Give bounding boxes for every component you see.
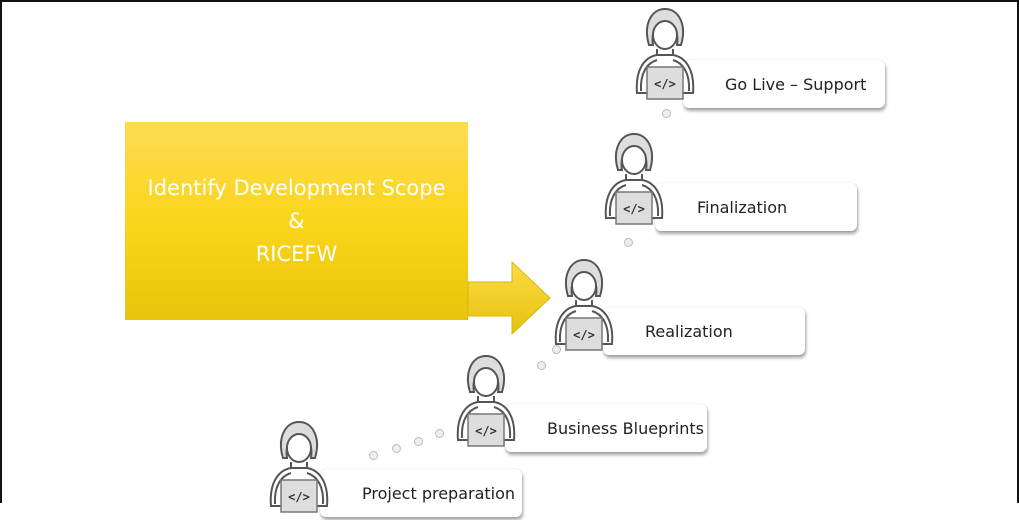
step-label: Project preparation xyxy=(320,469,522,517)
developer-icon: </> xyxy=(602,130,666,228)
svg-text:</>: </> xyxy=(288,490,310,504)
svg-text:</>: </> xyxy=(654,77,676,91)
developer-icon: </> xyxy=(267,418,331,516)
step-label: Business Blueprints xyxy=(505,404,707,452)
connector-dot xyxy=(537,361,546,370)
scope-line-3: RICEFW xyxy=(255,241,338,266)
scope-box: Identify Development Scope & RICEFW xyxy=(125,122,468,320)
svg-text:</>: </> xyxy=(573,328,595,342)
arrow-right-icon xyxy=(467,260,551,336)
svg-text:</>: </> xyxy=(475,424,497,438)
scope-line-2: & xyxy=(288,208,305,233)
connector-dot xyxy=(435,429,444,438)
svg-text:</>: </> xyxy=(623,202,645,216)
developer-icon: </> xyxy=(454,352,518,450)
developer-icon: </> xyxy=(633,5,697,103)
developer-icon: </> xyxy=(552,256,616,354)
connector-dot xyxy=(414,437,423,446)
connector-dot xyxy=(369,451,378,460)
connector-dot xyxy=(552,345,561,354)
step-label: Go Live – Support xyxy=(683,60,885,108)
connector-dot xyxy=(624,238,633,247)
step-label: Realization xyxy=(603,307,805,355)
scope-line-1: Identify Development Scope xyxy=(147,175,446,200)
connector-dot xyxy=(392,444,401,453)
connector-dot xyxy=(662,109,671,118)
step-label: Finalization xyxy=(655,183,857,231)
frame xyxy=(0,0,1019,503)
